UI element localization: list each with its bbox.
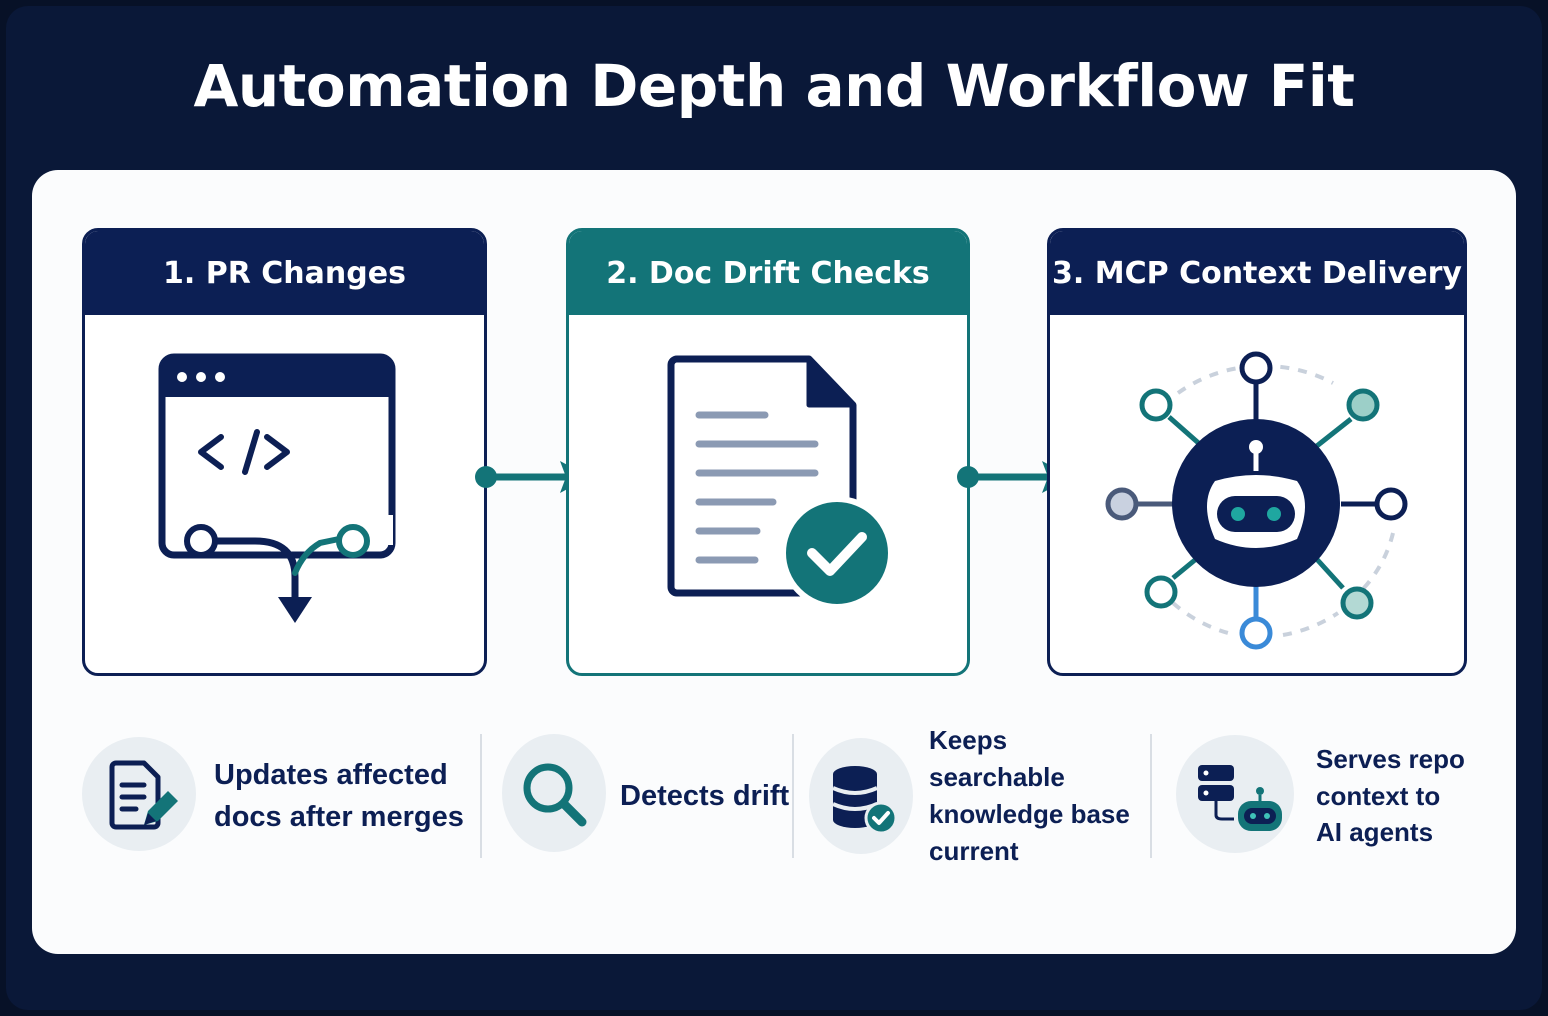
step-card-mcp-context-delivery: 3. MCP Context Delivery bbox=[1047, 228, 1467, 676]
step-title: 3. MCP Context Delivery bbox=[1050, 231, 1464, 315]
document-edit-icon bbox=[109, 760, 178, 830]
code-branch-window-icon bbox=[158, 353, 396, 623]
divider bbox=[480, 734, 482, 858]
document-check-icon bbox=[667, 355, 894, 610]
server-robot-icon bbox=[1198, 765, 1282, 831]
step-title: 2. Doc Drift Checks bbox=[569, 231, 967, 315]
feature-text: Keeps searchable knowledge base current bbox=[929, 725, 1130, 866]
database-check-icon bbox=[832, 766, 898, 835]
step-card-doc-drift-checks: 2. Doc Drift Checks bbox=[566, 228, 970, 676]
feature-serves-context: Serves repo context to AI agents bbox=[1176, 734, 1476, 858]
feature-knowledge-base: Keeps searchable knowledge base current bbox=[809, 725, 1149, 866]
feature-detects-drift: Detects drift bbox=[502, 734, 792, 858]
page-title: Automation Depth and Workflow Fit bbox=[193, 52, 1355, 120]
feature-updates-docs: Updates affected docs after merges bbox=[82, 734, 472, 858]
feature-text: Serves repo context to AI agents bbox=[1316, 743, 1465, 848]
magnifier-icon bbox=[523, 763, 587, 827]
divider bbox=[792, 734, 794, 858]
feature-text: Updates affected docs after merges bbox=[214, 758, 464, 833]
feature-text: Detects drift bbox=[620, 779, 790, 812]
divider bbox=[1150, 734, 1152, 858]
robot-network-icon bbox=[1105, 351, 1408, 650]
step-card-pr-changes: 1. PR Changes bbox=[82, 228, 487, 676]
step-title: 1. PR Changes bbox=[85, 231, 484, 315]
